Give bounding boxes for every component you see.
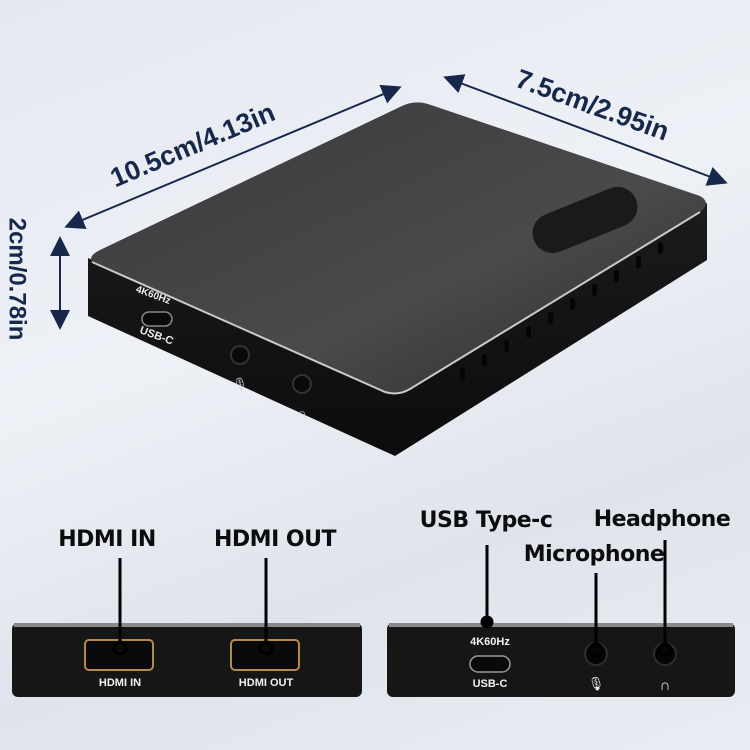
- mic-jack-icon: [584, 642, 608, 666]
- headphone-icon: ∩: [660, 677, 671, 694]
- right-side-view: 🎙 ∩: [387, 623, 735, 697]
- usb-c-port-icon: [141, 311, 173, 327]
- callout-hdmi-in: HDMI IN: [58, 527, 156, 552]
- usb-rate-label: 4K60Hz: [470, 636, 510, 648]
- microphone-icon: 🎙: [588, 676, 605, 691]
- callout-lines: [112, 540, 673, 658]
- callout-microphone: Microphone: [523, 542, 665, 567]
- mic-jack-icon: [230, 345, 250, 365]
- length-arrow: [64, 84, 402, 230]
- usb-c-port-label: USB-C: [472, 678, 508, 690]
- height-dimension: 2cm/0.78in: [3, 217, 31, 341]
- left-side-view: [12, 623, 362, 697]
- width-arrow: [443, 74, 728, 186]
- device-body: 🎙 ∩: [88, 102, 707, 456]
- usb-c-port-icon: [469, 655, 511, 673]
- hdmi-in-port-label: HDMI IN: [98, 677, 142, 689]
- headphone-jack-icon: [653, 642, 677, 666]
- led-window: [532, 186, 638, 254]
- microphone-icon: 🎙: [232, 377, 247, 391]
- hdmi-out-port-label: HDMI OUT: [238, 677, 294, 689]
- headphone-icon: ∩: [298, 406, 307, 420]
- callout-headphone: Headphone: [593, 507, 731, 532]
- callout-hdmi-out: HDMI OUT: [214, 527, 336, 552]
- callout-usb: USB Type-c: [419, 508, 553, 533]
- headphone-jack-icon: [292, 374, 312, 394]
- vent-slots: [460, 242, 663, 380]
